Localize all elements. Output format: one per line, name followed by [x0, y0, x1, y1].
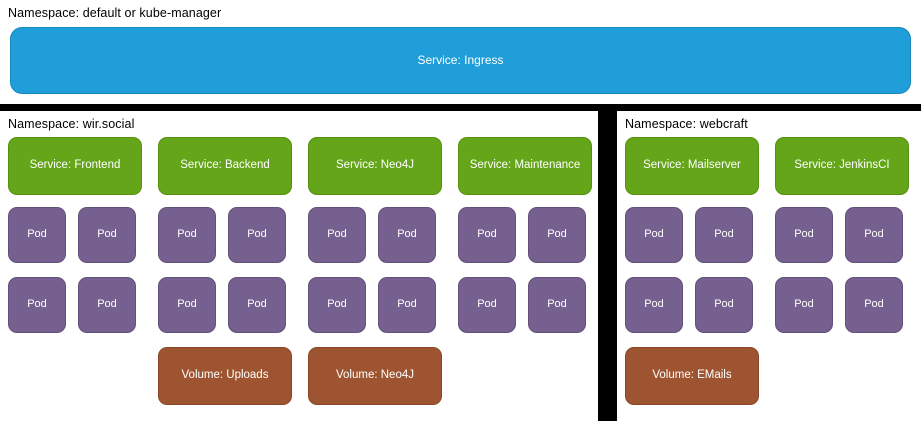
- namespace-label-default: Namespace: default or kube-manager: [8, 6, 222, 20]
- pod-backend-4[interactable]: Pod: [228, 277, 286, 333]
- pod-mailserver-2[interactable]: Pod: [695, 207, 753, 263]
- namespace-panel-webcraft: Namespace: webcraft Service: Mailserver …: [617, 111, 921, 421]
- pod-jenkinsci-2[interactable]: Pod: [845, 207, 903, 263]
- service-group-neo4j: Service: Neo4J Pod Pod Pod Pod Volume: N…: [308, 137, 442, 415]
- pod-frontend-1[interactable]: Pod: [8, 207, 66, 263]
- pod-maintenance-3[interactable]: Pod: [458, 277, 516, 333]
- namespace-label-webcraft: Namespace: webcraft: [625, 117, 748, 131]
- pod-mailserver-1[interactable]: Pod: [625, 207, 683, 263]
- namespace-label-wir-social: Namespace: wir.social: [8, 117, 135, 131]
- ingress-row: Service: Ingress: [10, 27, 911, 94]
- pod-backend-3[interactable]: Pod: [158, 277, 216, 333]
- service-group-mailserver: Service: Mailserver Pod Pod Pod Pod Volu…: [625, 137, 759, 415]
- pod-maintenance-4[interactable]: Pod: [528, 277, 586, 333]
- volume-neo4j[interactable]: Volume: Neo4J: [308, 347, 442, 405]
- pod-backend-1[interactable]: Pod: [158, 207, 216, 263]
- pod-frontend-3[interactable]: Pod: [8, 277, 66, 333]
- pod-jenkinsci-4[interactable]: Pod: [845, 277, 903, 333]
- service-group-frontend: Service: Frontend Pod Pod Pod Pod: [8, 137, 142, 415]
- pod-mailserver-4[interactable]: Pod: [695, 277, 753, 333]
- pod-frontend-4[interactable]: Pod: [78, 277, 136, 333]
- namespace-panel-wir-social: Namespace: wir.social Service: Frontend …: [0, 111, 598, 421]
- pod-neo4j-2[interactable]: Pod: [378, 207, 436, 263]
- service-ingress[interactable]: Service: Ingress: [10, 27, 911, 94]
- service-group-backend: Service: Backend Pod Pod Pod Pod Volume:…: [158, 137, 292, 415]
- service-backend[interactable]: Service: Backend: [158, 137, 292, 195]
- service-jenkinsci[interactable]: Service: JenkinsCI: [775, 137, 909, 195]
- pod-neo4j-4[interactable]: Pod: [378, 277, 436, 333]
- volume-emails[interactable]: Volume: EMails: [625, 347, 759, 405]
- pod-neo4j-1[interactable]: Pod: [308, 207, 366, 263]
- pod-frontend-2[interactable]: Pod: [78, 207, 136, 263]
- namespace-panel-default: Namespace: default or kube-manager Servi…: [0, 0, 921, 104]
- service-neo4j[interactable]: Service: Neo4J: [308, 137, 442, 195]
- pod-jenkinsci-1[interactable]: Pod: [775, 207, 833, 263]
- pod-mailserver-3[interactable]: Pod: [625, 277, 683, 333]
- pod-backend-2[interactable]: Pod: [228, 207, 286, 263]
- service-maintenance[interactable]: Service: Maintenance: [458, 137, 592, 195]
- pod-maintenance-2[interactable]: Pod: [528, 207, 586, 263]
- pod-jenkinsci-3[interactable]: Pod: [775, 277, 833, 333]
- service-mailserver[interactable]: Service: Mailserver: [625, 137, 759, 195]
- service-frontend[interactable]: Service: Frontend: [8, 137, 142, 195]
- service-group-jenkinsci: Service: JenkinsCI Pod Pod Pod Pod: [775, 137, 909, 415]
- service-group-maintenance: Service: Maintenance Pod Pod Pod Pod: [458, 137, 592, 415]
- pod-maintenance-1[interactable]: Pod: [458, 207, 516, 263]
- pod-neo4j-3[interactable]: Pod: [308, 277, 366, 333]
- volume-uploads[interactable]: Volume: Uploads: [158, 347, 292, 405]
